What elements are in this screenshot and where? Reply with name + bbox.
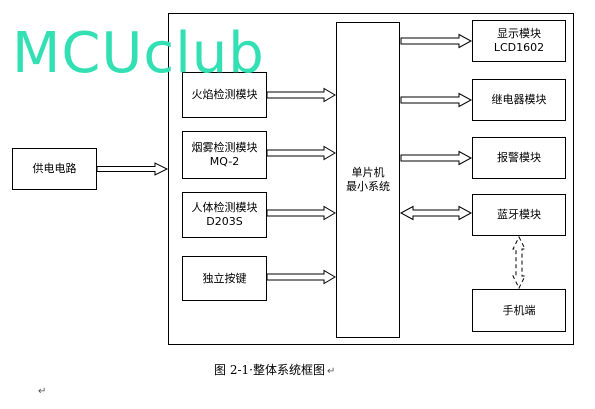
figure-caption-text: 图 2-1·整体系统框图 bbox=[214, 363, 325, 377]
independent-key-label: 独立按键 bbox=[202, 271, 247, 285]
alarm-label: 报警模块 bbox=[497, 151, 541, 164]
bluetooth-phone-wireless-arrow bbox=[512, 235, 526, 290]
flame-detect-block: 火焰检测模块 bbox=[182, 72, 267, 118]
bluetooth-block: 蓝牙模块 bbox=[472, 194, 566, 236]
mcuclub-watermark: MCUclub bbox=[12, 21, 265, 86]
human-to-mcu-arrow bbox=[266, 205, 336, 221]
alarm-block: 报警模块 bbox=[472, 137, 566, 179]
human-detect-label: 人体检测模块 bbox=[191, 201, 258, 214]
smoke-detect-model: MQ-2 bbox=[209, 155, 240, 168]
smoke-to-mcu-arrow bbox=[266, 145, 336, 161]
mcu-bluetooth-double-arrow bbox=[399, 205, 473, 221]
smoke-detect-block: 烟雾检测模块 MQ-2 bbox=[182, 131, 267, 179]
mcu-to-relay-arrow bbox=[400, 92, 473, 108]
power-circuit-block: 供电电路 bbox=[12, 148, 97, 190]
independent-key-block: 独立按键 bbox=[182, 256, 267, 301]
mcu-to-lcd-arrow bbox=[400, 33, 473, 49]
figure-caption: 图 2-1·整体系统框图↵ bbox=[214, 361, 335, 378]
phone-label: 手机端 bbox=[502, 303, 536, 317]
mcu-minimum-system-block: 单片机 最小系统 bbox=[336, 22, 400, 338]
bluetooth-label: 蓝牙模块 bbox=[497, 208, 541, 221]
minimum-system-label: 最小系统 bbox=[346, 180, 390, 193]
lcd-display-label: 显示模块LCD1602 bbox=[493, 27, 545, 54]
paragraph-mark: ↵ bbox=[38, 386, 47, 397]
relay-label: 继电器模块 bbox=[491, 93, 547, 106]
human-detect-model: D203S bbox=[206, 215, 243, 228]
mcu-to-alarm-arrow bbox=[400, 150, 473, 166]
phone-block: 手机端 bbox=[472, 289, 566, 332]
caption-paragraph-mark: ↵ bbox=[326, 366, 336, 377]
smoke-detect-label: 烟雾检测模块 bbox=[191, 141, 258, 154]
power-circuit-label: 供电电路 bbox=[32, 162, 77, 175]
relay-block: 继电器模块 bbox=[472, 79, 566, 121]
power-to-system-arrow bbox=[96, 162, 169, 176]
mcu-label: 单片机 bbox=[351, 166, 385, 179]
flame-detect-label: 火焰检测模块 bbox=[191, 88, 258, 101]
lcd-display-block: 显示模块LCD1602 bbox=[472, 20, 566, 62]
flame-to-mcu-arrow bbox=[266, 87, 336, 103]
key-to-mcu-arrow bbox=[266, 269, 336, 285]
system-frame bbox=[168, 13, 574, 345]
